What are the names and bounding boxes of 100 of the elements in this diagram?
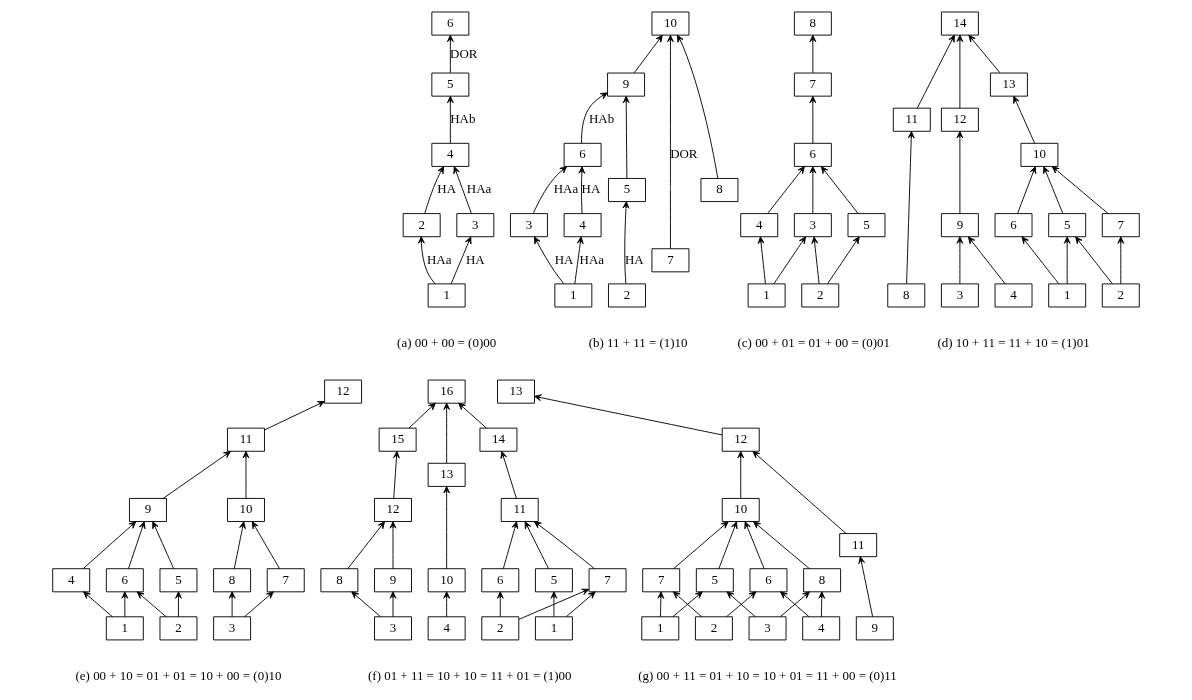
node-box: 1	[534, 616, 573, 641]
edge-label: HA	[625, 251, 644, 267]
node-box: 11	[839, 533, 878, 558]
node-box: 6	[481, 568, 520, 593]
node-box: 4	[52, 568, 91, 593]
arrow	[136, 591, 167, 618]
arrow	[737, 451, 745, 499]
arrow	[453, 166, 472, 214]
arrow	[956, 34, 964, 109]
node-box: 6	[994, 213, 1033, 238]
arrow	[82, 521, 137, 570]
node-box: 2	[402, 213, 441, 238]
node-box: 2	[1101, 283, 1140, 308]
arrow	[500, 451, 517, 499]
arrow	[83, 591, 113, 618]
node-box: 7	[651, 248, 690, 273]
node-box: 12	[324, 379, 363, 404]
node-box: 2	[608, 283, 646, 308]
arrow	[574, 236, 584, 285]
arrow	[418, 236, 436, 285]
label: (e) 00 + 10 = 01 + 01 = 10 + 00 = (0)10	[75, 667, 282, 683]
arrow	[450, 236, 472, 285]
edge-label: HA	[581, 181, 601, 197]
arrow	[152, 521, 175, 570]
node-box: 13	[989, 72, 1028, 97]
node-box: 3	[374, 616, 412, 641]
node-box: 9	[374, 568, 412, 593]
arrow	[534, 394, 723, 436]
label: (f) 01 + 11 = 10 + 10 = 11 + 01 = (1)00	[368, 667, 572, 683]
node-box: 7	[642, 568, 681, 593]
node-box: 9	[607, 72, 645, 97]
node-box: 7	[266, 568, 305, 593]
arrow	[676, 34, 719, 179]
node-box: 5	[159, 568, 198, 593]
arrow	[820, 166, 859, 214]
arrow	[673, 521, 729, 570]
arrow	[524, 521, 550, 570]
node-box: 14	[479, 427, 518, 452]
arrow	[496, 591, 504, 618]
arrow	[533, 236, 565, 285]
arrow	[809, 34, 817, 74]
node-box: 6	[105, 568, 144, 593]
node-box: 1	[554, 283, 593, 308]
arrow	[744, 521, 765, 570]
arrow	[347, 521, 385, 570]
node-box: 10	[721, 497, 760, 522]
arrow	[967, 236, 1006, 285]
arrow	[518, 588, 590, 620]
arrow	[718, 521, 738, 570]
arrow	[657, 591, 665, 618]
arrow	[351, 591, 382, 618]
arrow	[251, 521, 280, 570]
node-box: 8	[887, 283, 926, 308]
arrow	[809, 166, 817, 214]
node-box: 6	[431, 11, 470, 36]
edge-label: HAb	[588, 111, 615, 127]
label: (b) 11 + 11 = (1)10	[588, 334, 688, 350]
node-box: 5	[534, 568, 573, 593]
arrow	[565, 591, 596, 618]
node-box: 2	[694, 616, 733, 641]
node-box: 11	[500, 497, 539, 522]
edge-label: HAa	[553, 181, 579, 197]
node-box: 5	[847, 213, 886, 238]
arrow	[752, 450, 847, 534]
node-box: 10	[1020, 142, 1059, 167]
arrow	[532, 166, 568, 214]
arrow	[622, 201, 630, 284]
arrow	[753, 521, 810, 570]
edge-label: HAa	[427, 251, 452, 267]
arrow	[443, 591, 450, 618]
arrow	[1051, 166, 1109, 214]
node-box: 5	[608, 178, 646, 203]
node-box: 5	[431, 72, 470, 97]
arrow	[408, 402, 436, 429]
node-box: 6	[793, 142, 832, 167]
node-box: 9	[855, 616, 894, 641]
node-box: 3	[456, 213, 495, 238]
arrow	[1117, 236, 1125, 285]
arrow	[1063, 236, 1071, 285]
node-box: 1	[641, 616, 680, 641]
arrow	[128, 521, 146, 570]
arrow	[175, 591, 182, 618]
arrow	[550, 591, 558, 618]
label: (g) 00 + 11 = 01 + 10 = 10 + 01 = 11 + 00 = (0)11	[638, 667, 897, 683]
arrow	[811, 236, 820, 285]
node-box: 8	[320, 568, 359, 593]
node-box: 7	[588, 568, 627, 593]
node-box: 16	[427, 379, 466, 404]
arrow	[264, 400, 325, 431]
arrow	[244, 591, 274, 618]
node-box: 1	[747, 283, 786, 308]
node-box: 13	[427, 462, 466, 487]
node-box: 6	[749, 568, 788, 593]
edge-label: HAa	[579, 251, 605, 267]
arrow	[447, 34, 454, 74]
arrow	[667, 34, 674, 250]
node-box: 4	[994, 283, 1033, 308]
node-box: 11	[227, 427, 265, 452]
node-box: 1	[105, 616, 144, 641]
node-box: 10	[227, 497, 265, 522]
